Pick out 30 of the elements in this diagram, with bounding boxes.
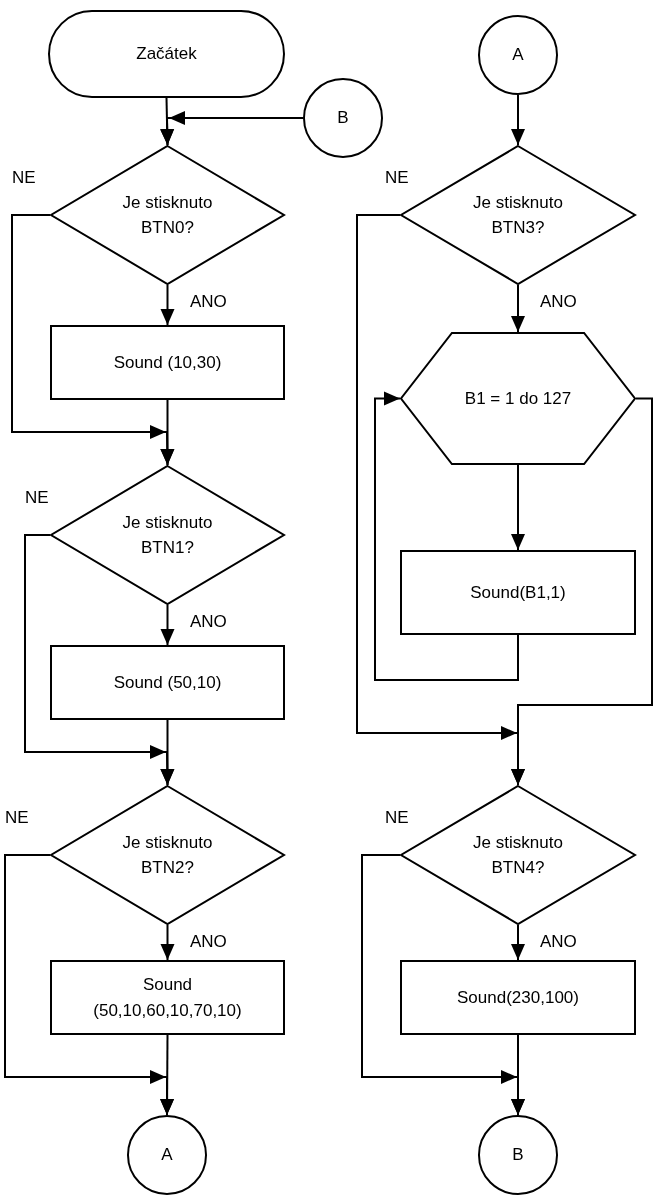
node-text: Sound (50,10,60,10,70,10) — [92, 974, 243, 1022]
decision-diamond — [50, 465, 285, 605]
process-box — [50, 645, 285, 720]
decision-diamond — [50, 785, 285, 925]
node-text: Sound(B1,1) — [470, 581, 566, 604]
node-text: Je stisknuto BTN0? — [121, 191, 214, 239]
node-text: B — [337, 107, 349, 130]
connector-circle — [478, 1115, 558, 1195]
node-text: Je stisknuto BTN1? — [121, 511, 214, 559]
node-text: Je stisknuto BTN4? — [472, 831, 564, 879]
node-text: A — [161, 1144, 173, 1167]
process-box — [400, 550, 636, 635]
node-text: B — [512, 1144, 524, 1167]
process-box — [50, 960, 285, 1035]
loop-hexagon — [400, 332, 636, 465]
connector-circle — [303, 78, 383, 158]
node-text: A — [512, 44, 524, 67]
node-text: B1 = 1 do 127 — [464, 387, 572, 410]
node-text: Je stisknuto BTN2? — [121, 831, 214, 879]
node-text: Sound (10,30) — [113, 351, 222, 374]
start-terminal — [48, 10, 285, 98]
decision-diamond — [50, 145, 285, 285]
connector-circle — [478, 15, 558, 95]
process-box — [400, 960, 636, 1035]
process-box — [50, 325, 285, 400]
node-text: Sound (50,10) — [113, 671, 222, 694]
connector-circle — [127, 1115, 207, 1195]
node-text: Je stisknuto BTN3? — [472, 191, 564, 239]
node-text: Začátek — [136, 43, 197, 66]
node-text: Sound(230,100) — [457, 986, 579, 1009]
